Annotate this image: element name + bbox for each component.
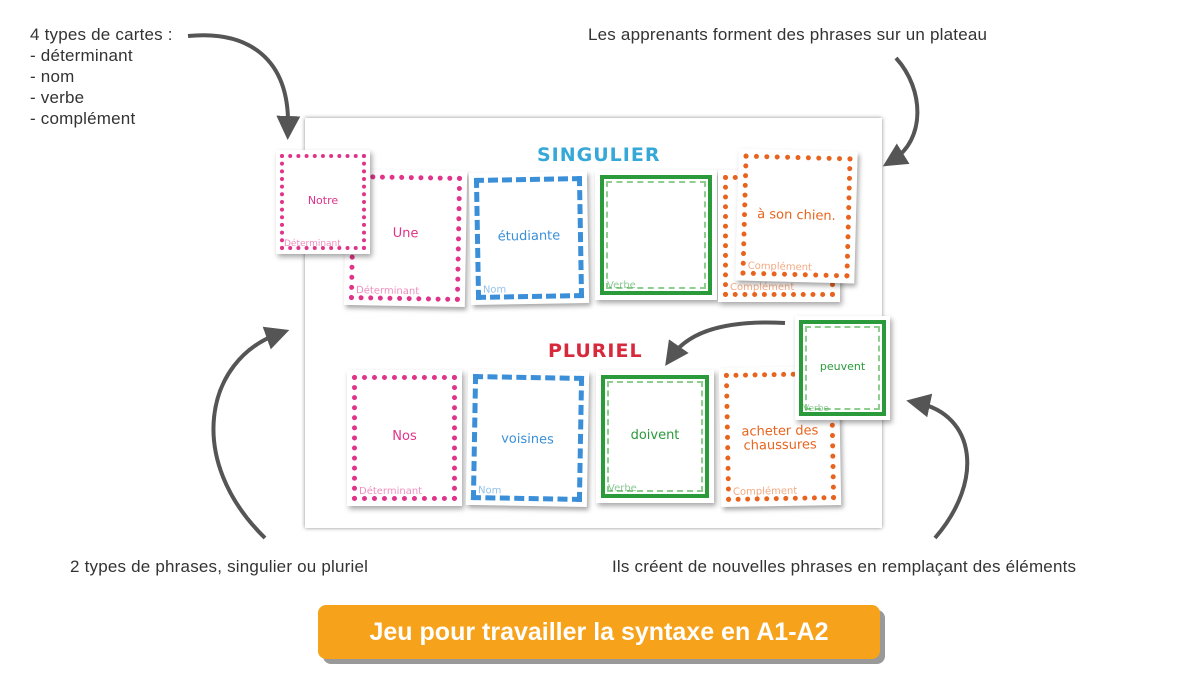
card-type: Verbe — [607, 280, 636, 291]
game-title-button[interactable]: Jeu pour travailler la syntaxe en A1-A2 — [318, 605, 880, 659]
card-type: Verbe — [803, 404, 829, 414]
sentence-types-note: 2 types de phrases, singulier ou pluriel — [70, 557, 369, 576]
card-word: doivent — [630, 427, 680, 443]
card-type: Déterminant — [359, 486, 423, 497]
card-type: Complément — [730, 282, 795, 293]
card-border — [352, 375, 457, 501]
card-border — [280, 154, 366, 250]
card-type-item: - déterminant — [30, 46, 133, 65]
arrow-icon — [665, 320, 786, 366]
singular-title: SINGULIER — [537, 144, 661, 166]
card-word: Nos — [392, 428, 417, 444]
card-verbe[interactable]: Verbe — [595, 170, 717, 300]
card-type-item: - complément — [30, 109, 136, 128]
arrow-icon — [211, 326, 290, 540]
card-type-item: - nom — [30, 67, 75, 86]
card-border — [600, 175, 712, 295]
card-type: Verbe — [608, 483, 637, 494]
board-note: Les apprenants forment des phrases sur u… — [588, 25, 988, 44]
arrow-icon — [882, 56, 920, 167]
card-types-note: 4 types de cartes : - déterminant - nom … — [30, 24, 173, 129]
replace-note: Ils créent de nouvelles phrases en rempl… — [612, 557, 1077, 576]
card-border — [601, 375, 709, 498]
arrow-icon — [187, 33, 301, 140]
card-type: Déterminant — [284, 239, 341, 249]
card-word: peuvent — [819, 359, 866, 373]
card-types-title: 4 types de cartes : — [30, 25, 173, 44]
card-border — [799, 320, 886, 416]
arrow-icon — [906, 393, 970, 540]
plural-title: PLURIEL — [548, 340, 643, 362]
card-word: Notre — [307, 193, 339, 207]
card-type-item: - verbe — [30, 88, 85, 107]
